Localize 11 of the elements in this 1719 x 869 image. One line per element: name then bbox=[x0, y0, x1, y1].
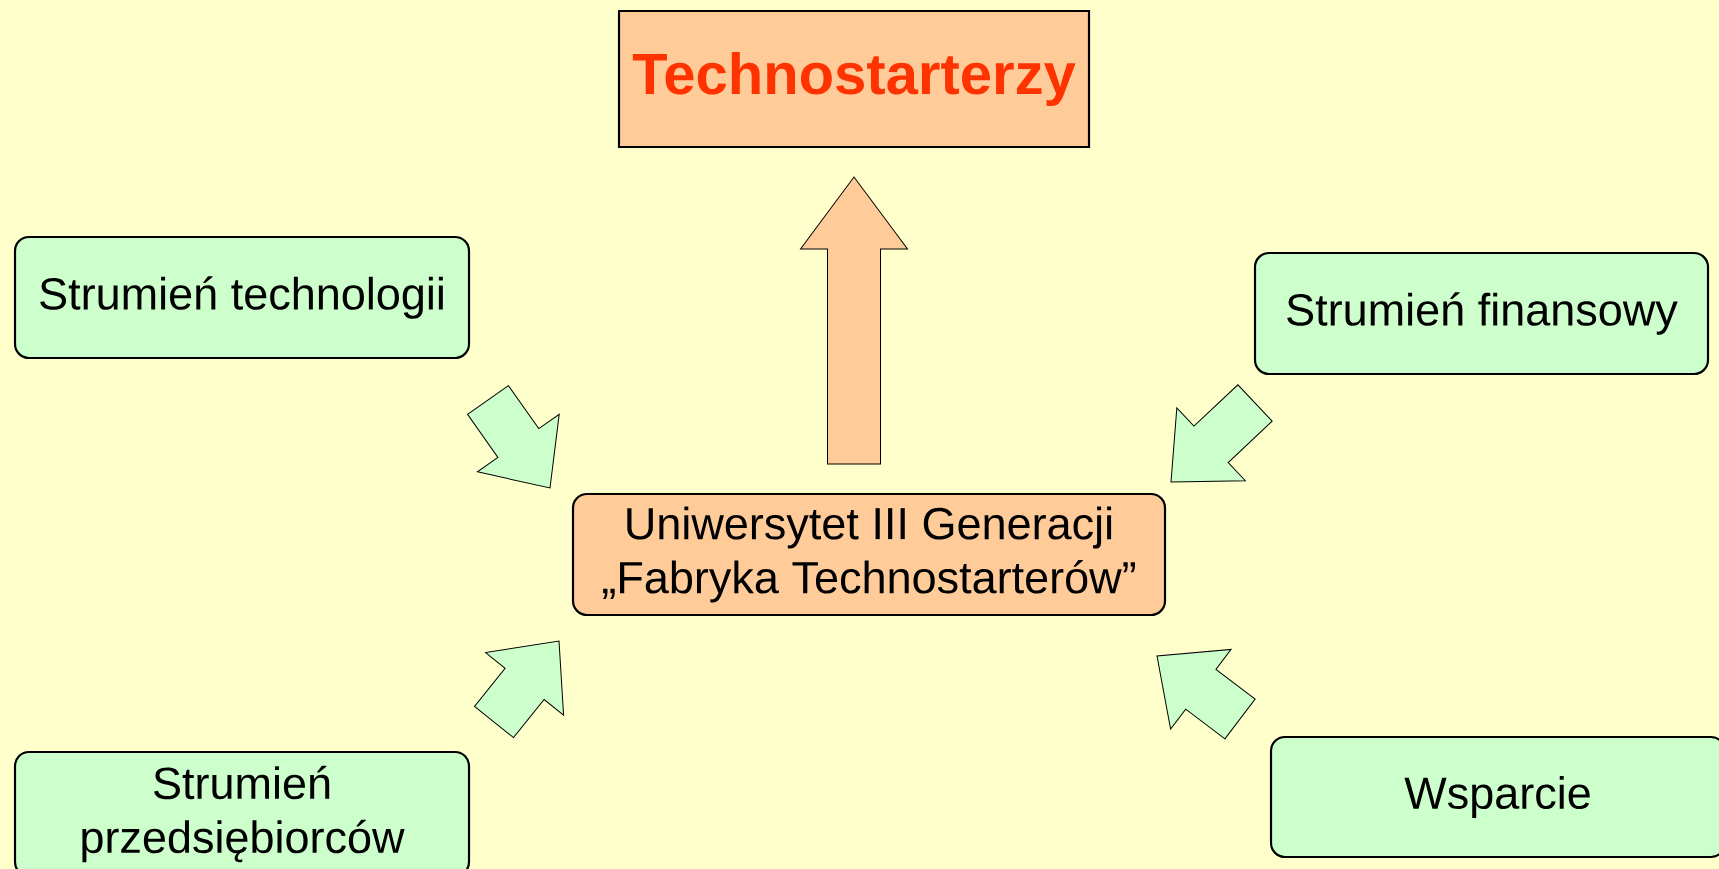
block-arrow bbox=[1170, 384, 1273, 483]
process-box: Uniwersytet III Generacji „Fabryka Technostarterów” bbox=[571, 492, 1167, 617]
block-arrow bbox=[474, 640, 565, 739]
stream-box: Wsparcie bbox=[1269, 735, 1719, 859]
stream-box: Strumień technologii bbox=[13, 235, 471, 360]
block-arrow bbox=[800, 176, 908, 465]
stream-box: Strumień przedsiębiorców bbox=[13, 750, 471, 869]
block-arrow bbox=[1156, 648, 1256, 740]
stream-box: Strumień finansowy bbox=[1253, 251, 1710, 376]
block-arrow bbox=[467, 385, 560, 489]
title-box: Technostarterzy bbox=[617, 9, 1091, 149]
